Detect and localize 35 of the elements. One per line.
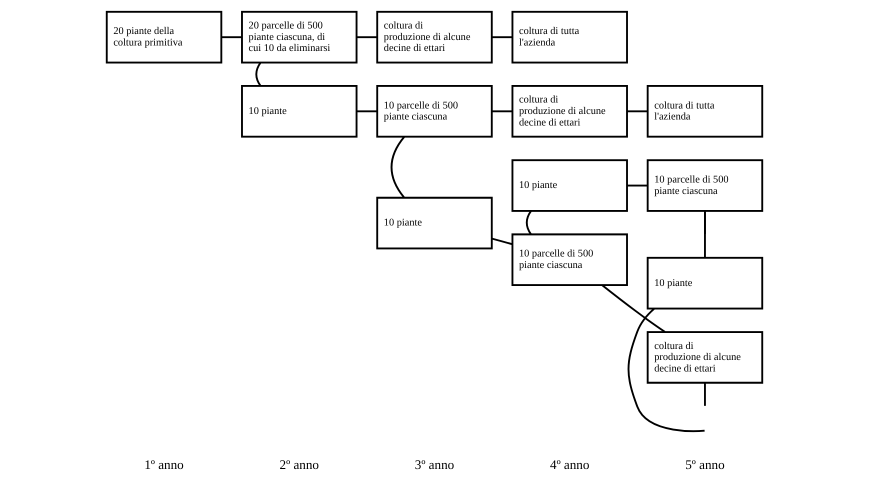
connector [390, 136, 405, 198]
connector [628, 308, 705, 432]
label: 2º anno [280, 456, 319, 472]
label: 5º anno [685, 456, 725, 472]
connector [222, 36, 242, 38]
node-box: 10 parcelle di 500 piante ciascuna [376, 85, 493, 138]
node-box: 20 piante della coltura primitiva [106, 10, 222, 64]
connector [602, 284, 666, 333]
node-box: 10 piante [512, 159, 628, 212]
node-box: 10 piante [376, 196, 493, 250]
connector [704, 382, 706, 406]
node-box: coltura di tutta l'azienda [512, 10, 628, 64]
connector [492, 36, 512, 38]
connector [356, 36, 377, 38]
node-box: coltura di produzione di alcune decine di ettari [376, 10, 493, 64]
connector [526, 210, 532, 235]
node-box: coltura di tutta l'azienda [646, 85, 764, 138]
connector [255, 62, 262, 86]
node-box: 10 piante [241, 85, 358, 138]
node-box: 10 piante [646, 256, 764, 310]
connector [627, 110, 648, 112]
connector [627, 184, 648, 186]
connector [356, 110, 377, 112]
connector [704, 210, 706, 234]
node-box: coltura di produzione di alcune decine di ettari [646, 331, 764, 384]
node-box: 10 parcelle di 500 piante ciascuna [512, 233, 628, 286]
label: 3º anno [414, 456, 454, 472]
label: 4º anno [550, 456, 590, 472]
node-box: 10 parcelle di 500 piante ciascuna [646, 159, 764, 212]
connector [704, 211, 706, 258]
node-box: coltura di produzione di alcune decine di ettari [512, 85, 628, 138]
connector [492, 110, 512, 112]
connector [492, 238, 512, 246]
label: 1º anno [144, 456, 184, 472]
node-box: 20 parcelle di 500 piante ciascuna, di cui 10 da eliminarsi [241, 10, 358, 64]
